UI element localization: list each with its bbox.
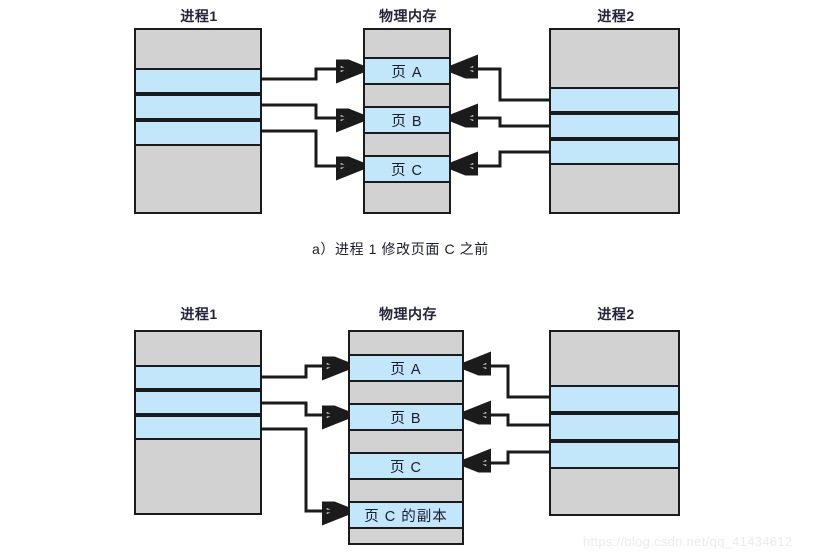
panel-a-p2-row-0 [551,30,678,87]
panel-a-pm-row-4 [365,134,449,155]
panel-b-pm-row-4 [350,431,462,452]
panel-a-pm-row-2 [365,85,449,106]
panel-a-arrow-p1-to-pageA [262,69,359,79]
panel-b-pm-pageB-label: 页 B [390,410,422,427]
panel-a-pm-row-pageB: 页 B [365,106,449,134]
panel-a-pm-row-6 [365,183,449,212]
panel-a-arrow-p2-to-pageC [455,152,549,166]
panel-b-arrow-p1-to-pageA [262,366,345,377]
panel-a-process2-block [549,28,680,214]
panel-a-pm-pageB-label: 页 B [391,113,423,130]
panel-b-pm-row-0 [350,332,462,354]
panel-a-process2-title: 进程2 [597,8,635,24]
panel-a-p1-row-1 [136,68,260,94]
panel-a-p1-row-2 [136,94,260,120]
panel-a-arrow-p2-to-pageA [455,69,549,102]
panel-a-arrow-p2-to-pageB [455,118,549,126]
panel-b-arrow-p2-to-pageA [468,366,549,399]
panel-b-process2-block [549,330,680,516]
panel-a-pm-pageC-label: 页 C [391,162,423,179]
panel-a-p1-row-3 [136,120,260,146]
panel-a-arrow-p1-to-pageB [262,103,359,118]
panel-a-pm-row-pageA: 页 A [365,57,449,85]
panel-b-p2-row-2 [551,413,678,441]
panel-b-pm-pageC-label: 页 C [390,459,422,476]
panel-b-p1-row-1 [136,365,260,390]
panel-b-pm-row-2 [350,382,462,403]
panel-b-pm-row-6 [350,480,462,501]
csdn-watermark: https://blog.csdn.net/qq_41434612 [583,534,793,549]
panel-b-p2-row-3 [551,441,678,469]
panel-b-process2-title: 进程2 [597,306,635,322]
panel-a-pm-pageA-label: 页 A [391,64,423,81]
panel-a-caption: a）进程 1 修改页面 C 之前 [312,241,489,257]
panel-b-p1-row-2 [136,390,260,415]
panel-a-p2-row-2 [551,113,678,139]
panel-a-pm-row-0 [365,30,449,57]
panel-a-physical-memory-block: 页 A 页 B 页 C [363,28,451,214]
panel-b-arrow-p1-to-pageC-copy [262,427,345,511]
panel-b-arrow-p1-to-pageB [262,401,345,415]
panel-b-pm-row-pageC-copy: 页 C 的副本 [350,501,462,529]
panel-a-p2-row-3 [551,139,678,165]
panel-b-pm-row-8 [350,529,462,543]
panel-b-physical-memory-block: 页 A 页 B 页 C 页 C 的副本 [348,330,464,545]
panel-b-p1-row-3 [136,415,260,440]
panel-b-pm-pageC-copy-label: 页 C 的副本 [364,508,448,525]
panel-a-pm-row-pageC: 页 C [365,155,449,183]
panel-a-physical-memory-title: 物理内存 [379,8,437,24]
panel-a-process1-block [134,28,262,214]
panel-b-p1-row-0 [136,332,260,365]
panel-b-arrow-p2-to-pageB [468,415,549,427]
panel-a-p1-row-4 [136,146,260,212]
panel-b-p1-row-4 [136,440,260,513]
panel-a-process1-title: 进程1 [180,8,218,24]
panel-b-pm-row-pageA: 页 A [350,354,462,382]
panel-b-pm-pageA-label: 页 A [390,361,422,378]
panel-b-process1-block [134,330,262,515]
panel-b-process1-title: 进程1 [180,306,218,322]
panel-a-arrow-p1-to-pageC [262,129,359,166]
panel-b-arrow-p2-to-pageC [468,452,549,463]
panel-b-p2-row-0 [551,332,678,385]
panel-a-p2-row-4 [551,165,678,212]
panel-b-pm-row-pageB: 页 B [350,403,462,431]
panel-b-pm-row-pageC: 页 C [350,452,462,480]
panel-b-p2-row-4 [551,469,678,514]
panel-b-p2-row-1 [551,385,678,413]
panel-a-p2-row-1 [551,87,678,113]
panel-a-p1-row-0 [136,30,260,68]
panel-b-physical-memory-title: 物理内存 [379,306,437,322]
